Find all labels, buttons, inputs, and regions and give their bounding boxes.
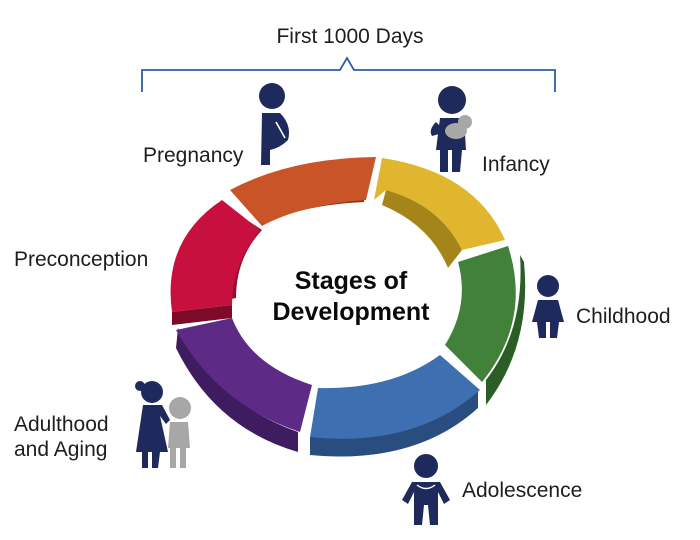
center-title: Stages of Development — [240, 266, 462, 329]
segment-preconception — [170, 200, 260, 312]
ring-sides — [172, 255, 526, 457]
segment-childhood — [445, 246, 516, 382]
label-infancy: Infancy — [482, 153, 550, 176]
pregnant-woman-icon — [259, 83, 289, 165]
inner-wall-infancy — [382, 190, 462, 268]
ring-segments — [170, 157, 516, 439]
inner-wall-preconception — [225, 222, 262, 300]
center-title-line-2: Development — [272, 298, 430, 327]
label-adolescence: Adolescence — [462, 479, 583, 502]
segment-adolescence — [310, 355, 480, 439]
label-childhood: Childhood — [576, 305, 671, 328]
ring-side-adolescence — [310, 390, 478, 457]
segment-infancy — [374, 158, 505, 250]
first-1000-days-label: First 1000 Days — [276, 25, 424, 48]
label-adulthood-line-2: and Aging — [14, 438, 108, 462]
child-icon — [532, 275, 564, 338]
infant-with-parent-icon — [430, 86, 472, 172]
label-adulthood-and-aging: Adulthood and Aging — [14, 412, 109, 462]
adult-with-elder-icon — [135, 381, 191, 468]
label-preconception: Preconception — [14, 248, 149, 271]
first-1000-days-bracket — [141, 56, 556, 92]
segment-pregnancy — [230, 157, 376, 226]
ring-side-preconception — [172, 305, 232, 325]
label-pregnancy: Pregnancy — [143, 144, 244, 167]
segment-adulthood-and-aging — [176, 318, 312, 432]
label-adulthood-line-1: Adulthood — [14, 413, 109, 436]
ring-side-adulthood — [176, 328, 298, 452]
adolescent-icon — [402, 454, 450, 525]
ring-side-childhood — [486, 255, 526, 405]
center-title-line-1: Stages of — [294, 267, 408, 295]
